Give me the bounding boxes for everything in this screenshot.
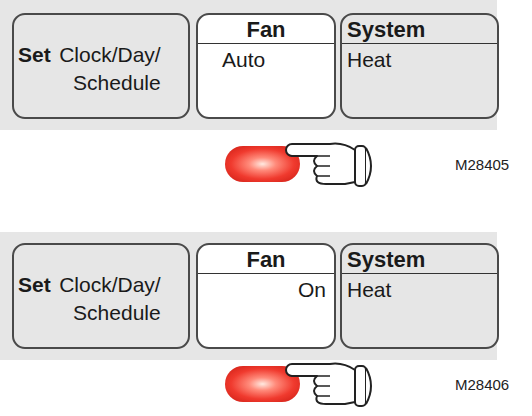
mode-heading: Fan xyxy=(198,247,334,274)
system-button: SystemHeat xyxy=(340,13,499,119)
figure-number: M28405 xyxy=(455,156,509,173)
fan-button: FanOn xyxy=(196,243,336,349)
mode-value: Auto xyxy=(198,46,334,74)
fan-button: FanAuto xyxy=(196,13,336,119)
mode-value: Heat xyxy=(342,276,497,304)
button-function: Clock/Day/ Schedule xyxy=(57,41,161,97)
mode-heading: Fan xyxy=(198,17,334,44)
mode-heading: System xyxy=(342,17,497,44)
button-and-hand xyxy=(225,144,371,186)
mode-value: On xyxy=(198,276,334,304)
system-button: SystemHeat xyxy=(340,243,499,349)
figure-number: M28406 xyxy=(455,376,509,393)
mode-heading: System xyxy=(342,247,497,274)
button-key: Set xyxy=(18,271,51,299)
set-button: SetClock/Day/ Schedule xyxy=(12,243,190,349)
button-key: Set xyxy=(18,41,51,69)
button-and-hand xyxy=(225,364,371,406)
set-button: SetClock/Day/ Schedule xyxy=(12,13,190,119)
mode-value: Heat xyxy=(342,46,497,74)
button-label: SetClock/Day/ Schedule xyxy=(18,271,184,327)
button-label: SetClock/Day/ Schedule xyxy=(18,41,184,97)
button-function: Clock/Day/ Schedule xyxy=(57,271,161,327)
